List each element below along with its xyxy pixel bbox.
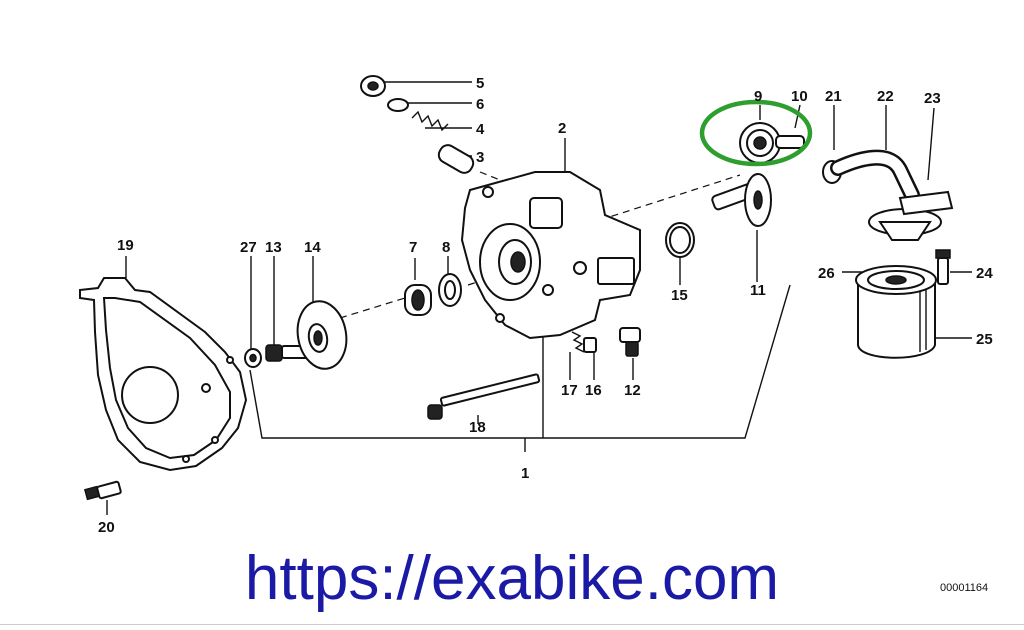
callout-8: 8 <box>442 239 450 256</box>
part-15-o-ring <box>665 222 695 258</box>
part-24-bolt <box>935 249 951 285</box>
diagram-code: 00001164 <box>940 582 989 594</box>
callout-5: 5 <box>476 75 484 92</box>
callout-12: 12 <box>624 382 641 399</box>
part-22-pickup-pipe <box>830 149 942 241</box>
part-5-plug <box>360 75 386 97</box>
part-20-bolt <box>83 480 122 501</box>
part-23-bracket <box>898 190 954 216</box>
callout-25: 25 <box>976 331 993 348</box>
callout-9: 9 <box>754 88 762 105</box>
part-2-housing <box>460 171 641 340</box>
bottom-divider <box>0 624 1024 625</box>
callout-6: 6 <box>476 96 484 113</box>
part-9-gear <box>739 122 781 164</box>
callout-21: 21 <box>825 88 842 105</box>
callout-18: 18 <box>469 419 486 436</box>
callout-7: 7 <box>409 239 417 256</box>
part-19-cover <box>79 277 248 472</box>
callout-13: 13 <box>265 239 282 256</box>
callout-23: 23 <box>924 90 941 107</box>
callout-11: 11 <box>750 282 766 299</box>
callout-24: 24 <box>976 265 993 282</box>
part-12-bolt <box>619 327 641 357</box>
callout-19: 19 <box>117 237 134 254</box>
part-26-filter-gasket <box>855 265 937 295</box>
callout-1: 1 <box>521 465 529 482</box>
callout-4: 4 <box>476 121 485 138</box>
watermark-url: https://exabike.com <box>244 544 780 613</box>
callout-17: 17 <box>561 382 578 399</box>
part-18-bolt <box>427 373 541 420</box>
callout-20: 20 <box>98 519 115 536</box>
part-16-plug <box>583 337 597 353</box>
callout-3: 3 <box>476 149 484 166</box>
part-7-bearing <box>404 284 432 316</box>
gear-highlight-circle <box>699 99 813 167</box>
part-27-washer <box>244 348 262 368</box>
part-11-gear-shaft <box>711 173 772 227</box>
callout-16: 16 <box>585 382 602 399</box>
part-25-oil-filter <box>857 281 936 359</box>
callout-14: 14 <box>304 239 321 256</box>
part-3-piston <box>437 144 475 174</box>
callout-22: 22 <box>877 88 894 105</box>
part-4-spring <box>411 110 449 132</box>
callout-15: 15 <box>671 287 688 304</box>
part-10-shaft <box>775 135 805 149</box>
assembly-lines <box>106 81 972 515</box>
part-17-spring <box>571 331 585 353</box>
callout-labels: 1 2 3 4 5 6 7 8 9 10 11 12 13 14 15 16 1… <box>98 75 993 536</box>
part-6-seal <box>387 98 409 112</box>
callout-27: 27 <box>240 239 257 256</box>
part-14-disc <box>296 300 348 370</box>
callout-10: 10 <box>791 88 808 105</box>
callout-26: 26 <box>818 265 835 282</box>
callout-2: 2 <box>558 120 566 137</box>
part-8-ring <box>438 273 462 307</box>
